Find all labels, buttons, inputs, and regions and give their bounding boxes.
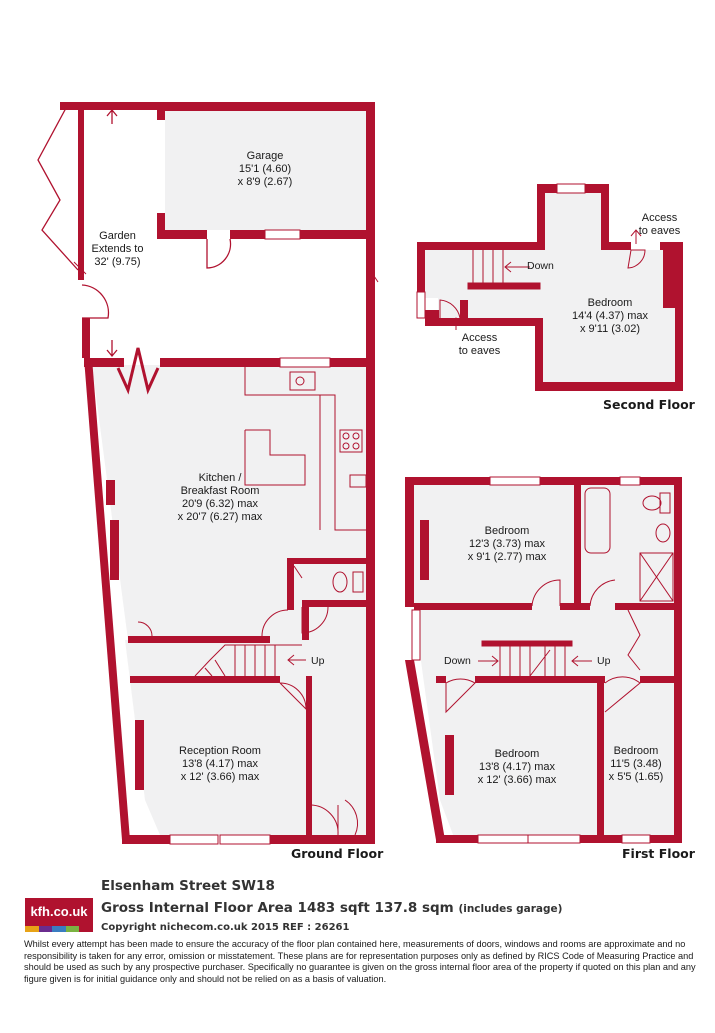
kfh-logo-text: kfh.co.uk bbox=[30, 904, 88, 919]
first-floor-window-bottom-2 bbox=[527, 834, 581, 844]
ff-bedroom-c-dim2: x 5'5 (1.65) bbox=[608, 771, 664, 783]
garden-arrow-top bbox=[106, 108, 118, 124]
ground-stairs bbox=[194, 644, 359, 836]
logo-stripe-5 bbox=[79, 926, 93, 932]
garage-dim1: 15'1 (4.60) bbox=[238, 163, 292, 175]
second-floor-side-window bbox=[416, 291, 426, 319]
garage-walls bbox=[157, 102, 375, 239]
ff-bedroom-c-name: Bedroom bbox=[613, 745, 659, 757]
second-floor-stairs bbox=[439, 229, 646, 330]
garden-line2: Extends to bbox=[91, 243, 144, 255]
kitchen-line2: Breakfast Room bbox=[180, 485, 260, 497]
ground-wc bbox=[137, 565, 364, 637]
property-address: Elsenham Street SW18 bbox=[101, 878, 275, 894]
garden-door-swing bbox=[81, 284, 110, 319]
floor-plan-drawing bbox=[37, 102, 683, 845]
second-floor-plan bbox=[416, 183, 683, 391]
second-floor-down-label: Down bbox=[527, 260, 554, 272]
access-1-line2: to eaves bbox=[638, 225, 681, 237]
second-floor-fill bbox=[425, 193, 675, 382]
logo-stripe-4 bbox=[65, 926, 80, 932]
sf-bedroom-dim1: 14'4 (4.37) max bbox=[571, 310, 649, 322]
floor-area-main: Gross Internal Floor Area 1483 sqft 137.… bbox=[101, 900, 459, 916]
kitchen-bifold-door bbox=[116, 347, 160, 395]
kitchen-window bbox=[279, 357, 331, 368]
reception-dim1: 13'8 (4.17) max bbox=[181, 758, 259, 770]
ff-bedroom-a-dim2: x 9'1 (2.77) max bbox=[467, 551, 547, 563]
garage-door-swing bbox=[206, 238, 232, 269]
access-eaves-1: Access to eaves bbox=[632, 212, 687, 238]
disclaimer: Whilst every attempt has been made to en… bbox=[24, 939, 696, 984]
reception-dim2: x 12' (3.66) max bbox=[180, 771, 260, 783]
ff-bedroom-c-dim1: 11'5 (3.48) bbox=[610, 758, 662, 770]
garden-walls bbox=[60, 102, 375, 368]
kfh-logo-stripe bbox=[25, 926, 93, 932]
garden-arrow-bottom bbox=[106, 340, 118, 358]
kitchen-units bbox=[244, 367, 367, 531]
logo-stripe-3 bbox=[52, 926, 66, 932]
access-2-line2: to eaves bbox=[458, 345, 501, 357]
first-floor-bedroom-b-label: Bedroom 13'8 (4.17) max x 12' (3.66) max bbox=[462, 748, 572, 787]
sf-bedroom-name: Bedroom bbox=[587, 297, 633, 309]
first-floor-down-label: Down bbox=[444, 655, 471, 667]
ff-bedroom-a-name: Bedroom bbox=[484, 525, 530, 537]
logo-stripe-1 bbox=[25, 926, 39, 932]
garden-line3: 32' (9.75) bbox=[94, 256, 141, 268]
ground-floor-title: Ground Floor bbox=[291, 846, 384, 861]
first-floor-walls bbox=[405, 477, 682, 843]
reception-window-right bbox=[219, 834, 271, 845]
ground-floor-walls bbox=[84, 358, 375, 844]
kitchen-floor bbox=[92, 365, 367, 640]
first-floor-window-bottom-1 bbox=[477, 834, 529, 844]
ground-floor-plan bbox=[37, 102, 379, 845]
second-floor-walls bbox=[417, 184, 683, 391]
first-floor-bedroom-c-label: Bedroom 11'5 (3.48) x 5'5 (1.65) bbox=[601, 745, 671, 784]
garden-side-wall bbox=[82, 318, 90, 358]
garage-label: Garage 15'1 (4.60) x 8'9 (2.67) bbox=[215, 150, 315, 189]
garage-floor bbox=[165, 110, 367, 230]
first-floor-bathroom bbox=[445, 487, 674, 714]
access-1-line1: Access bbox=[641, 212, 678, 224]
first-floor-window-bath bbox=[619, 476, 641, 486]
garden-label: Garden Extends to 32' (9.75) bbox=[80, 230, 155, 269]
sf-bedroom-dim2: x 9'11 (3.02) bbox=[580, 323, 640, 335]
first-floor-up-label: Up bbox=[597, 655, 611, 667]
second-floor-title: Second Floor bbox=[603, 397, 695, 412]
garden-gate-zigzag bbox=[37, 107, 79, 271]
first-floor-plan bbox=[405, 476, 682, 844]
reception-floor bbox=[130, 680, 310, 835]
copyright: Copyright nichecom.co.uk 2015 REF : 2626… bbox=[101, 922, 350, 933]
first-floor-side-window bbox=[411, 609, 421, 661]
floor-area: Gross Internal Floor Area 1483 sqft 137.… bbox=[101, 900, 562, 916]
stairs-floor bbox=[125, 640, 310, 680]
garage-name: Garage bbox=[246, 150, 284, 162]
first-floor-title: First Floor bbox=[622, 846, 695, 861]
reception-label: Reception Room 13'8 (4.17) max x 12' (3.… bbox=[165, 745, 275, 784]
first-floor-bedroom-a-label: Bedroom 12'3 (3.73) max x 9'1 (2.77) max bbox=[452, 525, 562, 564]
second-floor-bedroom-label: Bedroom 14'4 (4.37) max x 9'11 (3.02) bbox=[555, 297, 665, 336]
reception-window-left bbox=[169, 834, 219, 845]
first-floor-fill bbox=[414, 485, 674, 840]
ground-stairs-up-label: Up bbox=[311, 655, 325, 667]
kitchen-label: Kitchen / Breakfast Room 20'9 (6.32) max… bbox=[160, 472, 280, 524]
kitchen-dim2: x 20'7 (6.27) max bbox=[177, 511, 263, 523]
logo-stripe-2 bbox=[38, 926, 53, 932]
ff-bedroom-b-dim1: 13'8 (4.17) max bbox=[478, 761, 556, 773]
kitchen-dim1: 20'9 (6.32) max bbox=[181, 498, 259, 510]
first-floor-window-top bbox=[489, 476, 541, 486]
reception-name: Reception Room bbox=[179, 745, 261, 757]
ff-bedroom-b-name: Bedroom bbox=[494, 748, 540, 760]
ff-bedroom-b-dim2: x 12' (3.66) max bbox=[477, 774, 557, 786]
access-eaves-2: Access to eaves bbox=[452, 332, 507, 358]
first-floor-stairs bbox=[478, 640, 592, 677]
second-floor-window bbox=[556, 183, 586, 194]
floor-area-note: (includes garage) bbox=[458, 903, 563, 915]
kitchen-name: Kitchen / bbox=[198, 472, 242, 484]
ff-bedroom-a-dim1: 12'3 (3.73) max bbox=[468, 538, 546, 550]
garage-dim2: x 8'9 (2.67) bbox=[237, 176, 293, 188]
first-floor-window-bottom-3 bbox=[621, 834, 651, 844]
garden-name: Garden bbox=[99, 230, 136, 242]
access-2-line1: Access bbox=[461, 332, 498, 344]
garage-window bbox=[264, 229, 301, 240]
